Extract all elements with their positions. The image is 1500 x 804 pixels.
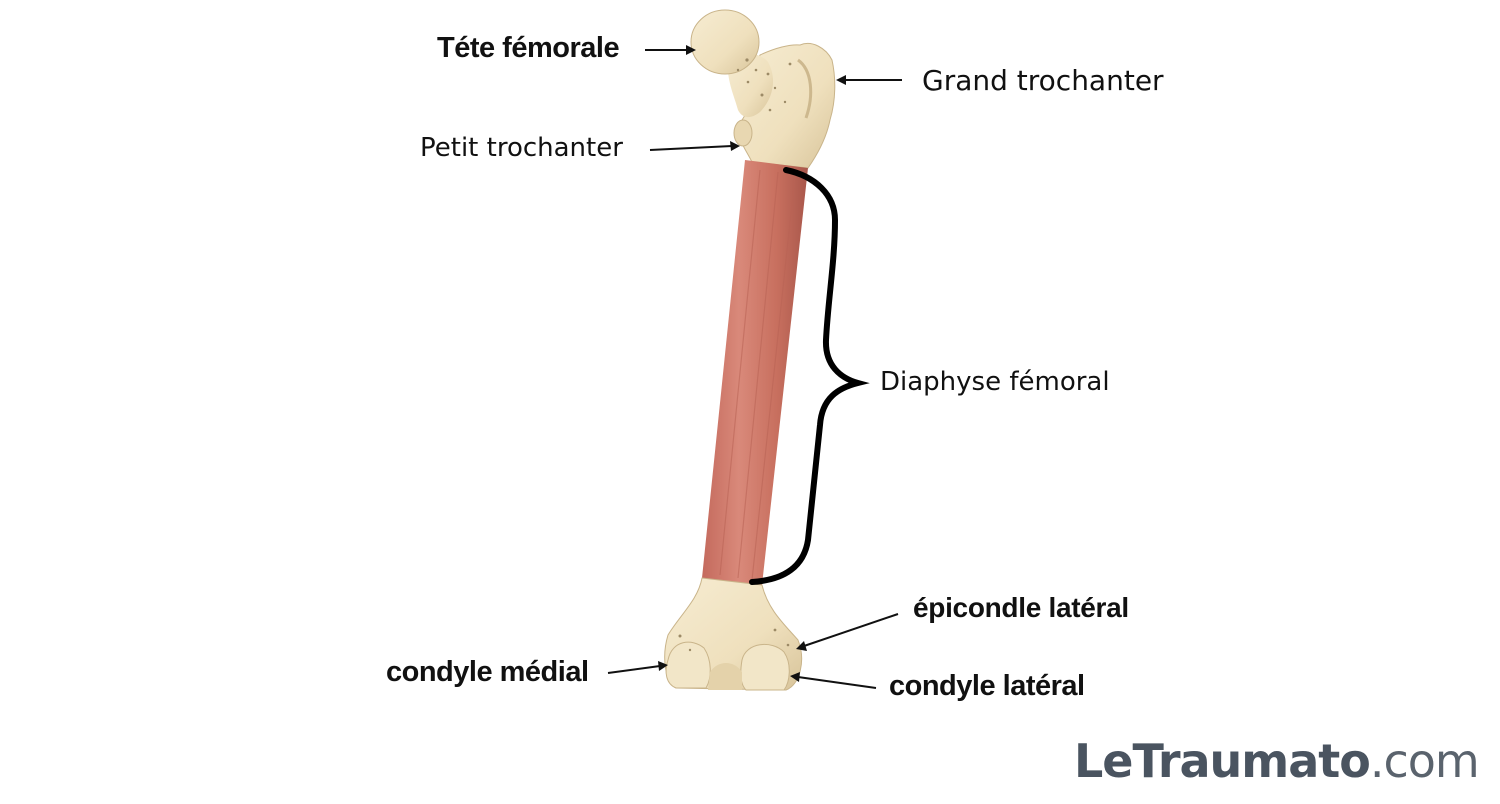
label-femoral-head: Téte fémorale: [437, 32, 620, 64]
label-lateral-condyle: condyle latéral: [889, 670, 1085, 702]
femoral-head-shape: [690, 9, 760, 75]
shaft-fibers: [719, 169, 796, 581]
distal-pores: [678, 628, 790, 652]
bone-pores: [736, 58, 792, 112]
arrow-medial-condyle-icon: [607, 661, 668, 674]
lateral-condyle-shape: [740, 644, 790, 691]
brand-name: LeTraumato: [1074, 734, 1371, 788]
arrow-epicondyle-icon: [796, 613, 899, 651]
brand-watermark: LeTraumato.com: [1074, 734, 1480, 788]
arrow-greater-trochanter-icon: [836, 75, 902, 85]
label-lateral-epicondyle: épicondle latéral: [913, 592, 1129, 623]
arrow-head-icon: [645, 45, 696, 55]
medial-condyle-shape: [665, 641, 711, 689]
trochanter-ridge: [797, 58, 813, 119]
intercondylar-notch: [708, 663, 742, 690]
label-medial-condyle: condyle médial: [386, 656, 589, 688]
brand-suffix: .com: [1369, 734, 1480, 788]
proximal-femur: [690, 9, 836, 169]
label-greater-trochanter: Grand trochanter: [922, 64, 1164, 97]
lesser-trochanter-shape: [733, 119, 753, 147]
label-lesser-trochanter: Petit trochanter: [420, 133, 623, 163]
pointer-arrows: [607, 45, 902, 689]
femoral-shaft-shape: [702, 160, 808, 585]
arrow-lesser-trochanter-icon: [649, 141, 740, 151]
diaphysis-brace: [749, 167, 870, 585]
label-diaphysis: Diaphyse fémoral: [880, 367, 1110, 397]
distal-femur: [664, 577, 802, 691]
arrow-lateral-condyle-icon: [790, 672, 877, 689]
